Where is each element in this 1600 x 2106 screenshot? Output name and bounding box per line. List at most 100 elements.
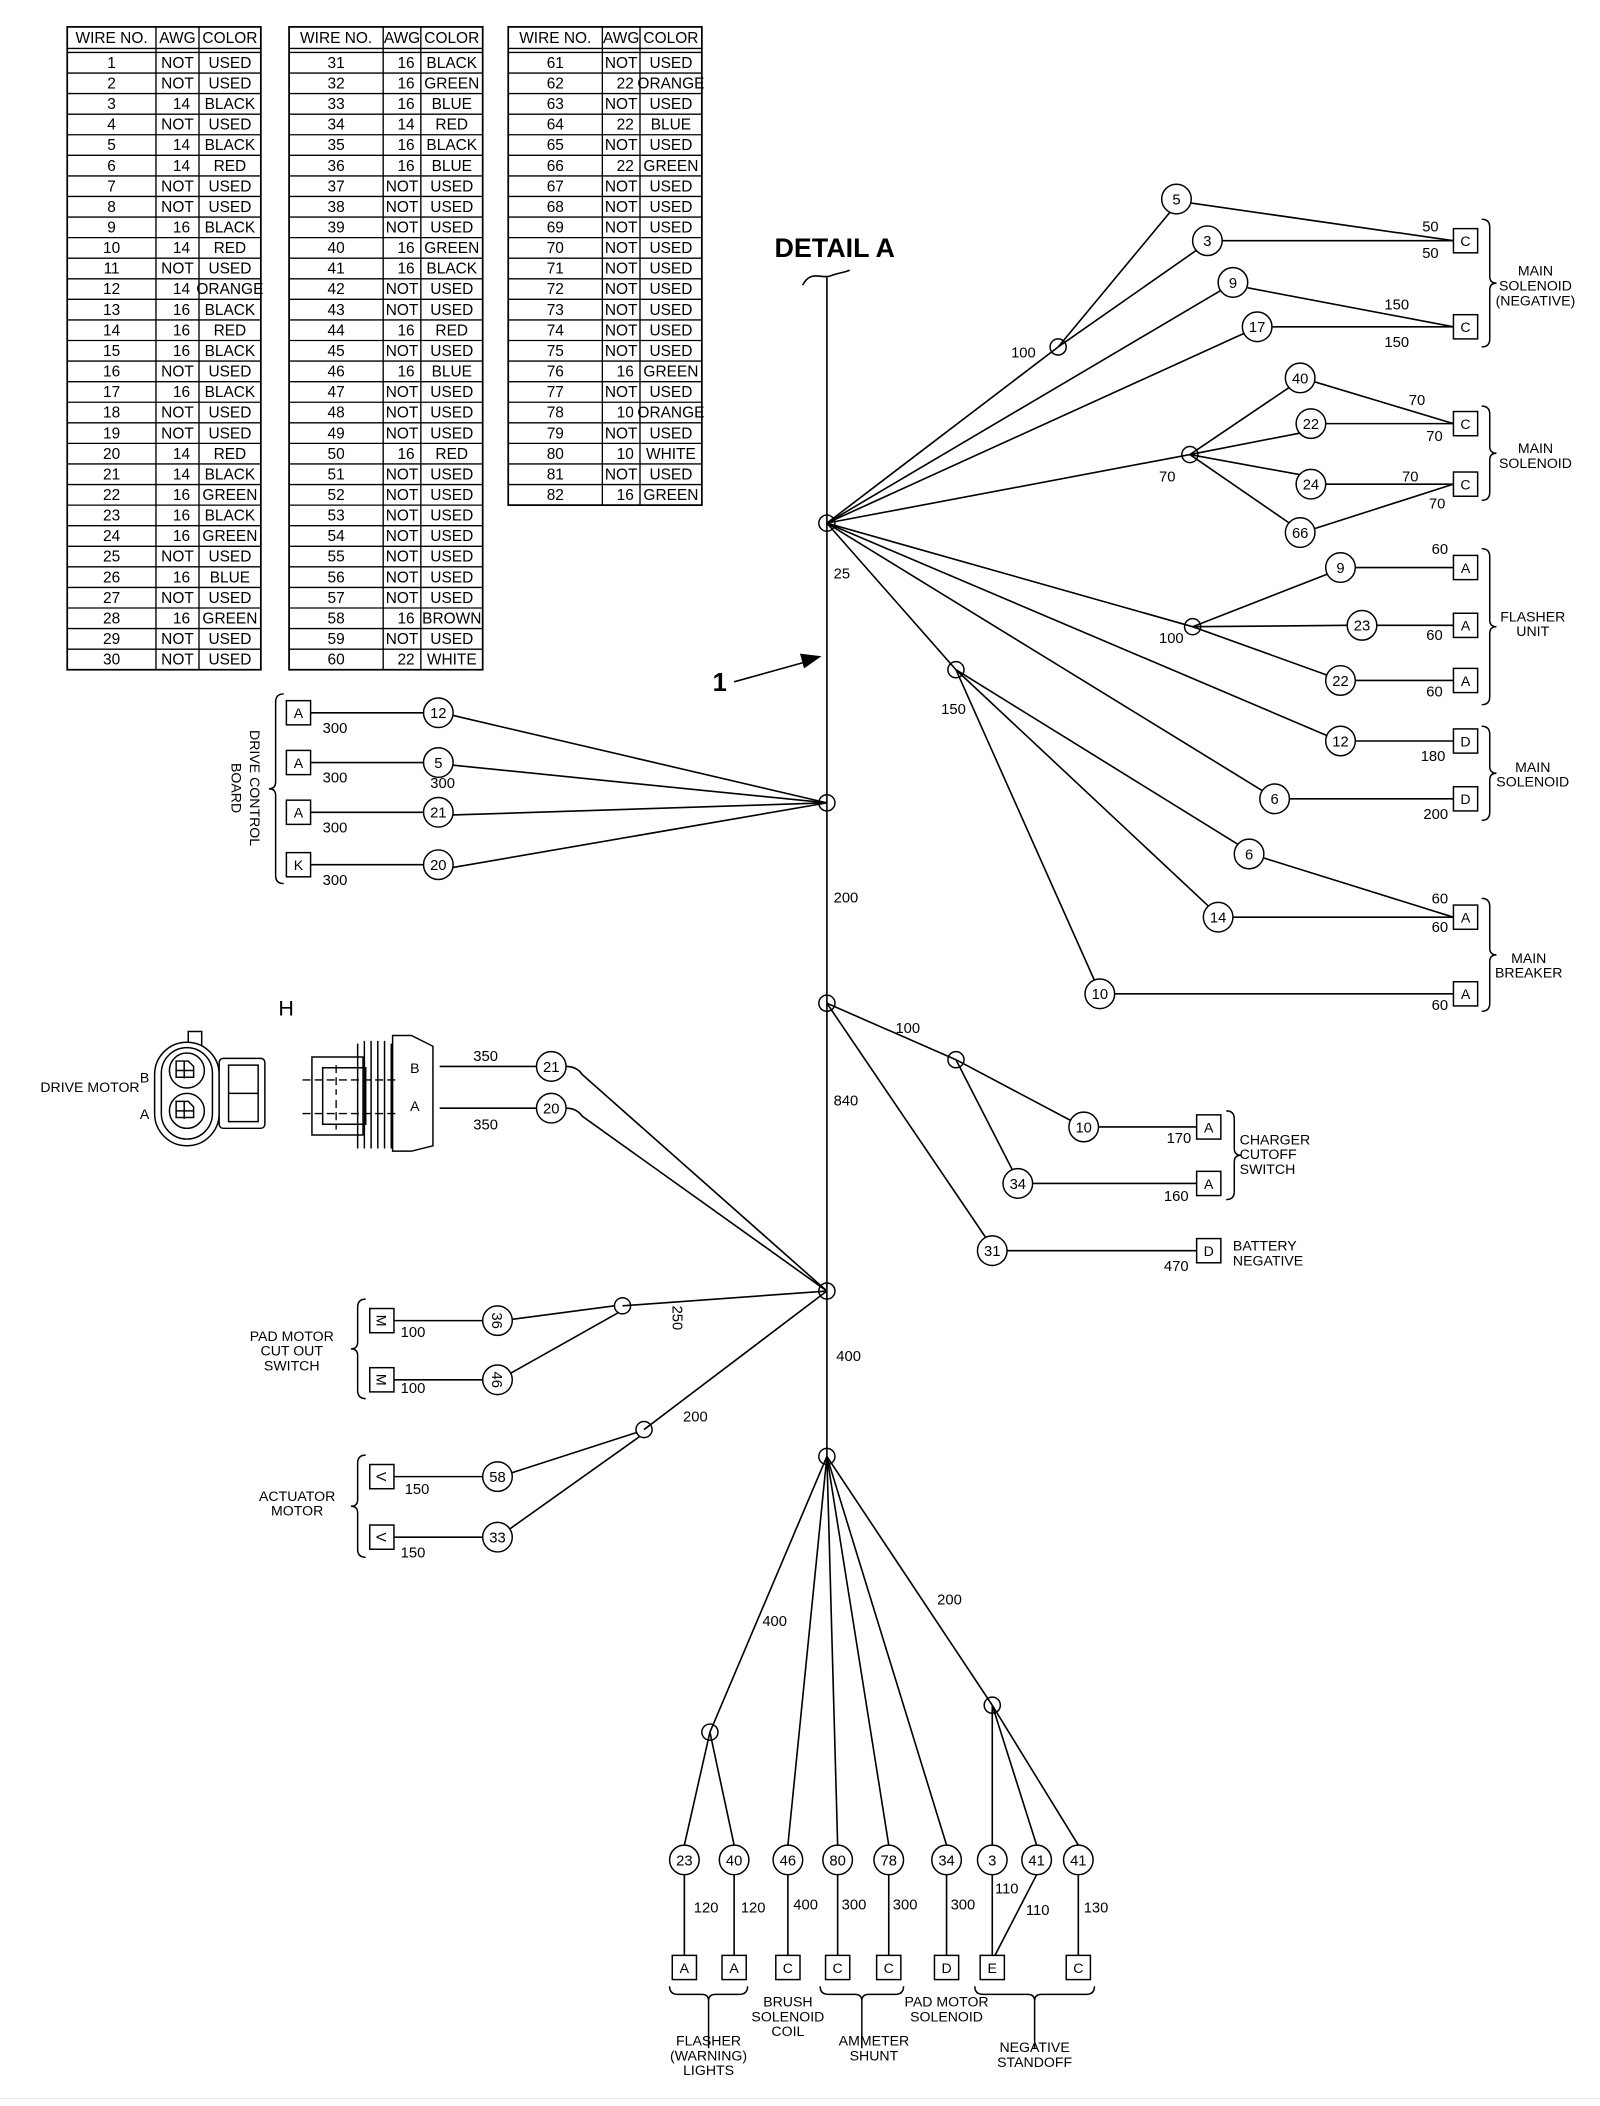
wire-segment [826,522,1263,792]
color-cell: USED [649,178,692,195]
color-cell: BLACK [426,55,477,72]
component-label-line: SOLENOID [1499,455,1572,471]
awg-cell: 14 [397,117,415,134]
awg-cell: NOT [161,590,194,607]
wire-number-cell: 5 [107,137,116,154]
pin-box-main-solenoid-2: D [1452,728,1479,754]
awg-cell: 10 [617,405,634,422]
wire-marker-circle [1191,225,1223,257]
color-cell: BLACK [205,302,256,319]
component-label-line: LIGHTS [683,2062,734,2078]
wire-number: 5 [434,756,442,772]
wire-marker-circle [1084,978,1116,1010]
color-cell: ORANGE [637,405,704,422]
wire-number-marker: 24 [1295,468,1327,500]
color-cell: BLUE [210,569,250,586]
color-cell: USED [208,199,251,216]
pin-letter: A [1461,986,1471,1002]
awg-cell: 16 [397,610,414,627]
callout-number: 1 [713,669,727,697]
table-header-cell: COLOR [643,30,698,47]
wire-number: 14 [1210,911,1226,927]
pin-letter: D [1460,733,1470,749]
pin-box [1195,1114,1222,1140]
pin-box [1065,1954,1092,1981]
wire-length: 350 [473,1049,498,1065]
awg-cell: NOT [161,405,194,422]
color-cell: USED [208,631,251,648]
color-cell: BLACK [426,261,477,278]
pin-letter: M [373,1315,389,1327]
wire-number-cell: 11 [104,261,120,278]
component-label-line: SWITCH [1240,1161,1296,1177]
wire-segment [1189,453,1301,476]
wire-segment [826,1456,890,1846]
awg-cell: NOT [605,343,638,360]
awg-cell: 16 [173,322,190,339]
wire-number-cell: 71 [547,261,564,278]
wire-segment [1057,211,1171,348]
color-cell: USED [430,425,473,442]
pin-letter: M [373,1374,389,1386]
wire-number-cell: 73 [547,302,564,319]
pin-letter: V [373,1532,389,1542]
color-cell: GREEN [202,487,257,504]
awg-cell: 16 [173,384,190,401]
pin-letter: A [294,805,304,821]
wire-marker-circle [1233,838,1265,870]
color-cell: GREEN [643,487,698,504]
pin-box [1195,1237,1222,1264]
wire-number-marker: 58 [481,1461,514,1493]
table-header-cell: AWG [603,30,639,47]
wire-number: 36 [488,1312,504,1328]
color-cell: BLACK [205,466,256,483]
pin-box [369,1463,395,1490]
mating-pin-a: A [410,1098,420,1114]
awg-cell: NOT [161,55,194,72]
color-cell: ORANGE [637,75,704,92]
component-label-line: PAD MOTOR [250,1328,334,1344]
wire-number-cell: 37 [328,178,345,195]
pin-box [775,1954,801,1981]
pin-box [285,699,312,726]
color-cell: USED [649,384,692,401]
wire-marker-circle [535,1092,567,1124]
color-cell: BLUE [651,117,691,134]
pin-box-main-breaker: A [1452,980,1479,1007]
wire-segment [510,1311,619,1374]
awg-cell: NOT [161,652,194,669]
wire-segment [566,1065,828,1292]
pin-box [824,1954,851,1981]
pin-box-flasher-unit: A [1452,554,1479,581]
wire-segment [1247,287,1454,328]
wire-number: 21 [543,1060,559,1076]
color-cell: USED [649,261,692,278]
bracket-negative-standoff [974,1986,1096,2002]
awg-cell: NOT [386,466,419,483]
awg-cell: 16 [173,528,190,545]
awg-cell: NOT [386,343,419,360]
bracket-charger-cutoff [1226,1110,1242,1201]
wire-length: 130 [1084,1900,1109,1916]
terminal-a-glyph [175,1100,195,1119]
wire-number-cell: 36 [328,158,345,175]
pin-box [1452,728,1479,754]
color-cell: USED [430,384,473,401]
wire-number-marker: 6 [1233,838,1265,870]
mating-connector-pin-a [302,1100,400,1130]
awg-cell: NOT [161,261,194,278]
